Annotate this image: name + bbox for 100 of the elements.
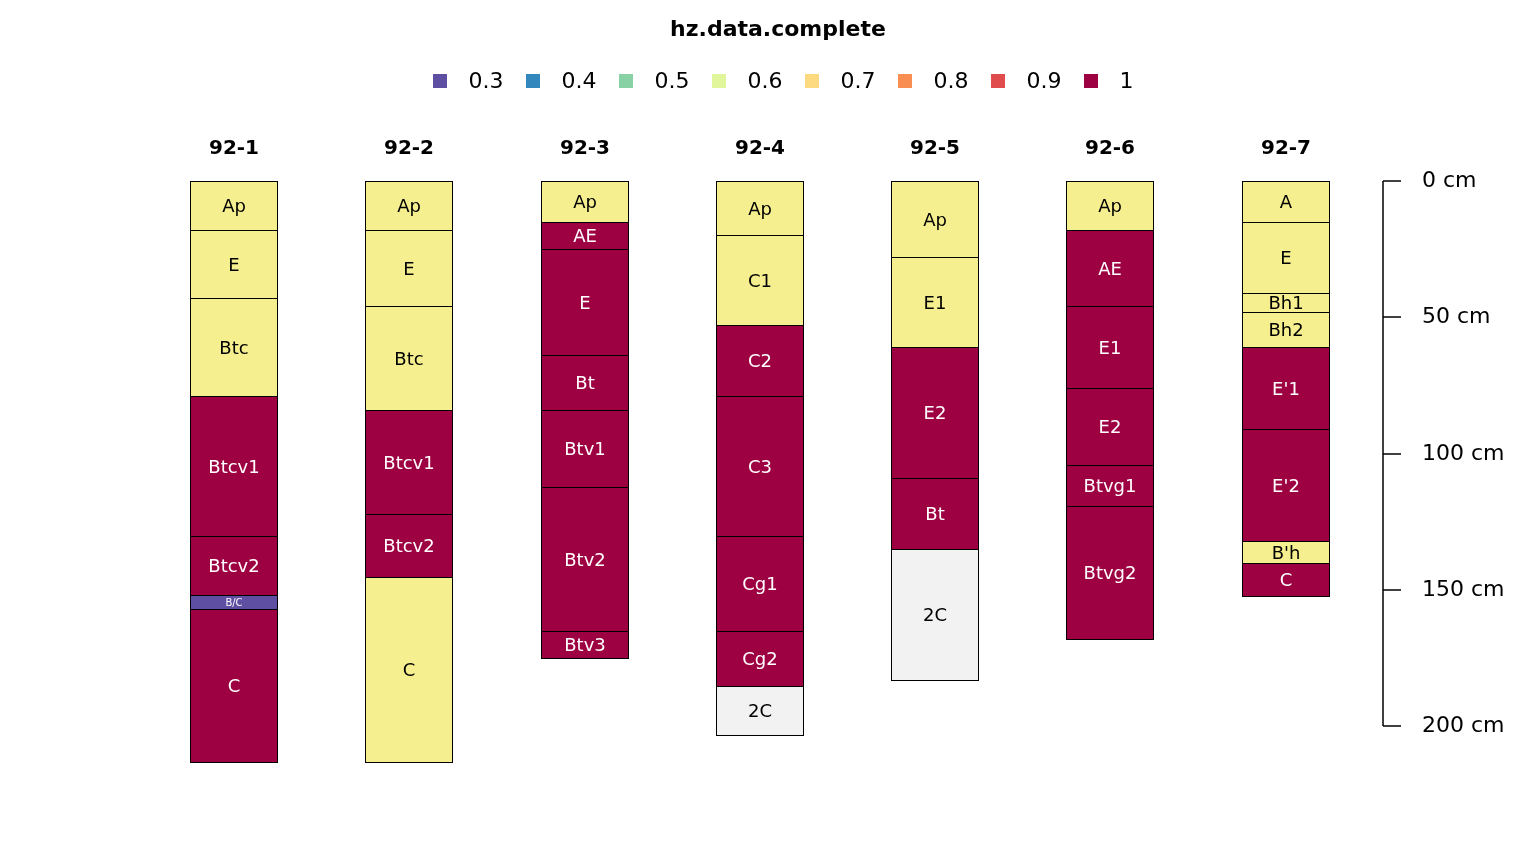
soil-horizon (1066, 465, 1154, 507)
horizon-label: Cg1 (742, 575, 778, 593)
horizon-label: E (403, 259, 415, 278)
soil-horizon (541, 631, 629, 659)
horizon-label: Bh1 (1268, 294, 1304, 312)
horizon-label: 2C (748, 702, 772, 720)
horizon-label: Bt (925, 505, 945, 523)
soil-horizon (190, 230, 278, 299)
soil-horizon (541, 410, 629, 488)
soil-horizon (716, 536, 804, 632)
depth-tick-label: 200 cm (1422, 714, 1505, 736)
soil-horizon (1242, 429, 1330, 542)
horizon-label: E (579, 293, 591, 312)
soil-profile (1066, 137, 1154, 639)
soil-horizon (365, 410, 453, 515)
horizon-label: Btc (219, 338, 249, 357)
horizon-label: Btcv1 (383, 453, 435, 472)
soil-horizon (1066, 506, 1154, 640)
soil-horizon (716, 325, 804, 397)
legend-label: 0.7 (840, 70, 876, 92)
soil-horizon (891, 181, 979, 258)
depth-tick-label: 150 cm (1422, 578, 1505, 600)
soil-horizon (1242, 347, 1330, 430)
soil-horizon (190, 298, 278, 397)
soil-horizon (716, 631, 804, 687)
horizon-label: C1 (748, 271, 772, 290)
soil-horizon (1242, 312, 1330, 348)
horizon-label: AE (573, 227, 597, 245)
soil-horizon (716, 235, 804, 326)
profile-label: 92-5 (908, 137, 962, 157)
soil-horizon (891, 478, 979, 550)
horizon-label: Ap (573, 193, 597, 211)
horizon-label: Cg2 (742, 650, 778, 668)
horizon-label: Btv3 (564, 636, 606, 654)
horizon-label: B/C (225, 597, 243, 608)
soil-horizon (190, 536, 278, 596)
soil-horizon (1242, 222, 1330, 294)
horizon-label: Btvg1 (1083, 477, 1137, 495)
horizon-label: E'1 (1272, 379, 1300, 398)
horizon-label: B'h (1271, 543, 1301, 562)
soil-horizon (365, 577, 453, 763)
horizon-label: Btcv1 (208, 457, 260, 476)
profile-label: 92-4 (733, 137, 787, 157)
soil-profile (891, 137, 979, 680)
soil-horizon (1066, 388, 1154, 466)
horizon-label: Bt (575, 374, 595, 392)
soil-horizon (1242, 181, 1330, 223)
legend-label: 0.5 (654, 70, 690, 92)
horizon-label: A (1279, 193, 1293, 211)
soil-horizon (365, 514, 453, 578)
horizon-label: C (227, 677, 241, 695)
soil-horizon (541, 487, 629, 632)
soil-horizon (716, 686, 804, 736)
soil-horizon (365, 230, 453, 307)
soil-profile (716, 137, 804, 735)
horizon-label: E1 (923, 293, 947, 312)
horizon-label: Bh2 (1268, 321, 1304, 339)
horizon-label: C (402, 661, 416, 679)
profile-label: 92-3 (558, 137, 612, 157)
soil-profile (541, 137, 629, 658)
depth-tick-label: 100 cm (1422, 442, 1505, 464)
soil-profile (365, 137, 453, 762)
soil-profile (190, 137, 278, 762)
profile-label: 92-1 (207, 137, 261, 157)
soil-horizon (190, 595, 278, 610)
soil-horizon (716, 396, 804, 537)
horizon-label: C2 (748, 352, 772, 370)
soil-horizon (1066, 181, 1154, 231)
soil-horizon (891, 347, 979, 479)
soil-horizon (541, 249, 629, 356)
depth-tick-label: 0 cm (1422, 169, 1477, 191)
legend-label: 0.4 (561, 70, 597, 92)
legend-label: 0.3 (468, 70, 504, 92)
profile-label: 92-7 (1259, 137, 1313, 157)
horizon-label: Ap (222, 197, 246, 215)
horizon-label: Btv2 (564, 550, 606, 569)
soil-horizon (1242, 293, 1330, 313)
horizon-label: E2 (923, 404, 947, 422)
horizon-label: 2C (923, 606, 947, 624)
soil-horizon (190, 609, 278, 763)
horizon-label: Btcv2 (208, 557, 260, 575)
chart-title: hz.data.complete (669, 18, 887, 40)
legend-label: 0.8 (933, 70, 969, 92)
profile-label: 92-6 (1083, 137, 1137, 157)
horizon-label: Btc (394, 349, 424, 368)
soil-horizon (365, 181, 453, 231)
horizon-label: E'2 (1272, 476, 1300, 495)
soil-horizon (541, 181, 629, 223)
horizon-label: Ap (397, 197, 421, 215)
horizon-label: E1 (1098, 338, 1122, 357)
horizon-label: C (1279, 571, 1293, 589)
horizon-label: E (228, 255, 240, 274)
horizon-label: Btcv2 (383, 537, 435, 555)
horizon-label: Btvg2 (1083, 564, 1137, 582)
soil-horizon (1066, 230, 1154, 307)
legend-label: 1 (1119, 70, 1134, 92)
soil-horizon (1066, 306, 1154, 389)
horizon-label: C3 (748, 457, 772, 476)
soil-horizon (891, 257, 979, 348)
soil-horizon (1242, 541, 1330, 564)
